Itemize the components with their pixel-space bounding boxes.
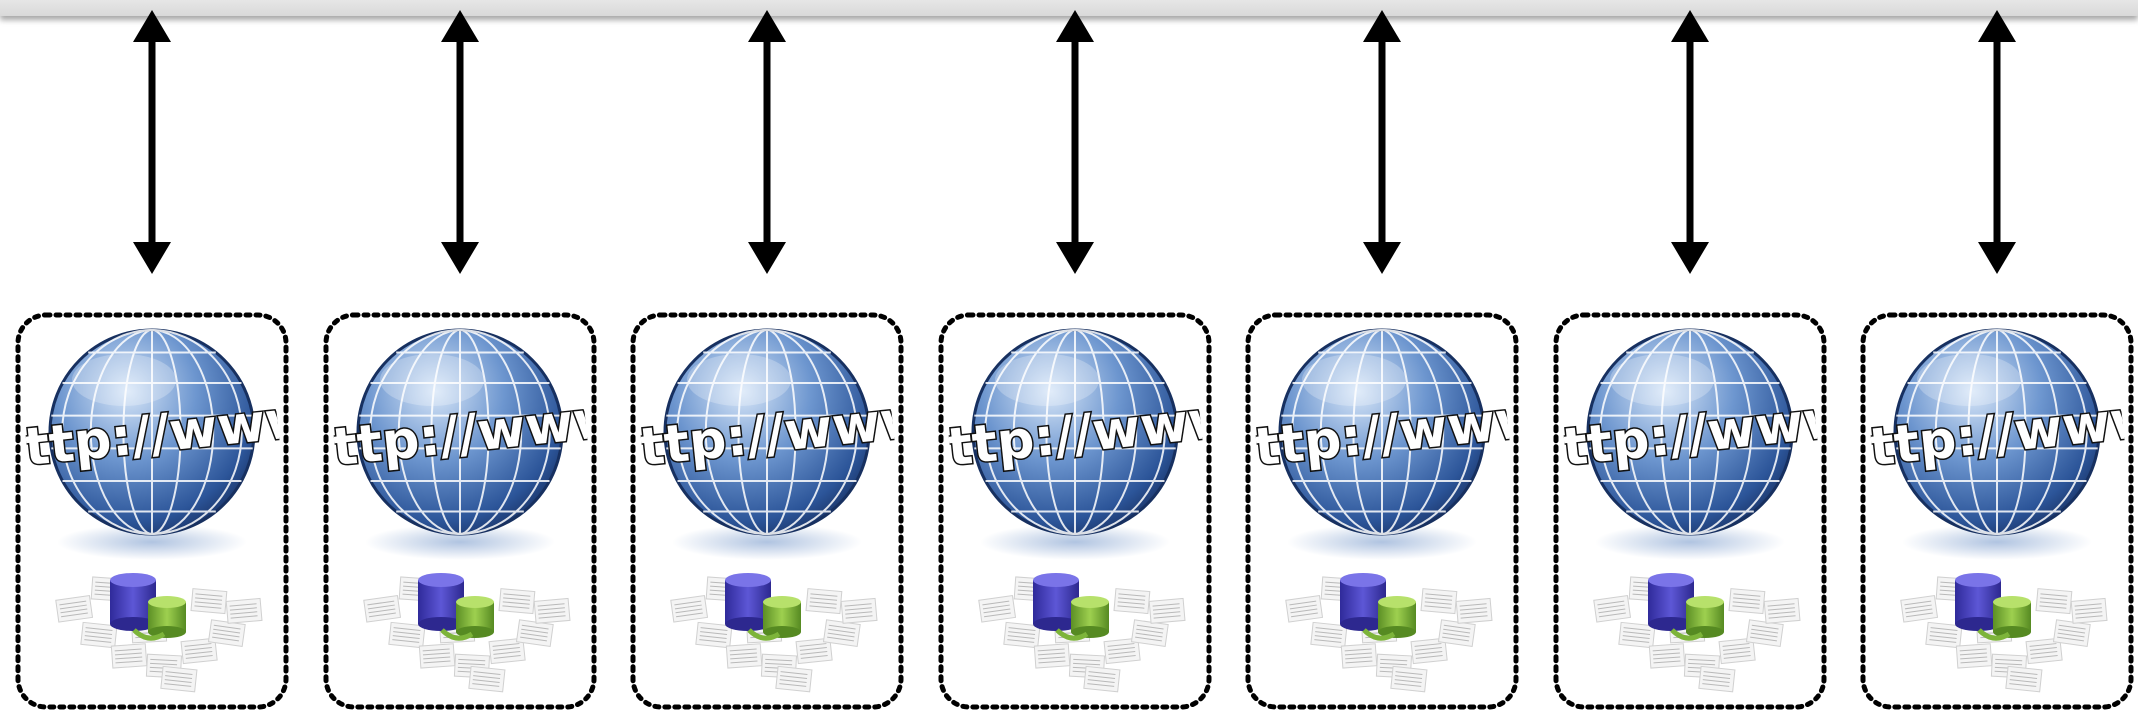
- server-node: http://www: [1244, 312, 1536, 710]
- globe-icon: http://www: [322, 328, 614, 560]
- server-node: http://www: [1552, 312, 1844, 710]
- double-arrow-icon: [748, 10, 786, 274]
- server-node: http://www: [1859, 312, 2138, 710]
- globe-icon: http://www: [937, 328, 1229, 560]
- double-arrow-icon: [1056, 10, 1094, 274]
- database-icon: [725, 573, 801, 641]
- server-node: http://www: [629, 312, 921, 710]
- double-arrow-icon: [1978, 10, 2016, 274]
- document-icon: [978, 576, 1186, 693]
- document-icon: [55, 576, 263, 693]
- database-icon: [418, 573, 494, 641]
- document-icon: [1285, 576, 1493, 693]
- double-arrow-icon: [1671, 10, 1709, 274]
- globe-icon: http://www: [1552, 328, 1844, 560]
- dotted-border: [323, 312, 597, 710]
- server-node: http://www: [14, 312, 306, 710]
- database-icon: [110, 573, 186, 641]
- top-bar: [0, 0, 2138, 16]
- database-icon: [1648, 573, 1724, 641]
- database-icon: [1955, 573, 2031, 641]
- document-icon: [1900, 576, 2108, 693]
- dotted-border: [1245, 312, 1519, 710]
- globe-icon: http://www: [1859, 328, 2138, 560]
- database-icon: [1340, 573, 1416, 641]
- double-arrow-icon: [133, 10, 171, 274]
- double-arrow-icon: [441, 10, 479, 274]
- dotted-border: [1553, 312, 1827, 710]
- dotted-border: [15, 312, 289, 710]
- dotted-border: [938, 312, 1212, 710]
- server-node: http://www: [937, 312, 1229, 710]
- server-node: http://www: [322, 312, 614, 710]
- dotted-border: [1860, 312, 2134, 710]
- dotted-border: [630, 312, 904, 710]
- globe-icon: http://www: [14, 328, 306, 560]
- globe-icon: http://www: [629, 328, 921, 560]
- database-icon: [1033, 573, 1109, 641]
- double-arrow-icon: [1363, 10, 1401, 274]
- globe-icon: http://www: [1244, 328, 1536, 560]
- document-icon: [1593, 576, 1801, 693]
